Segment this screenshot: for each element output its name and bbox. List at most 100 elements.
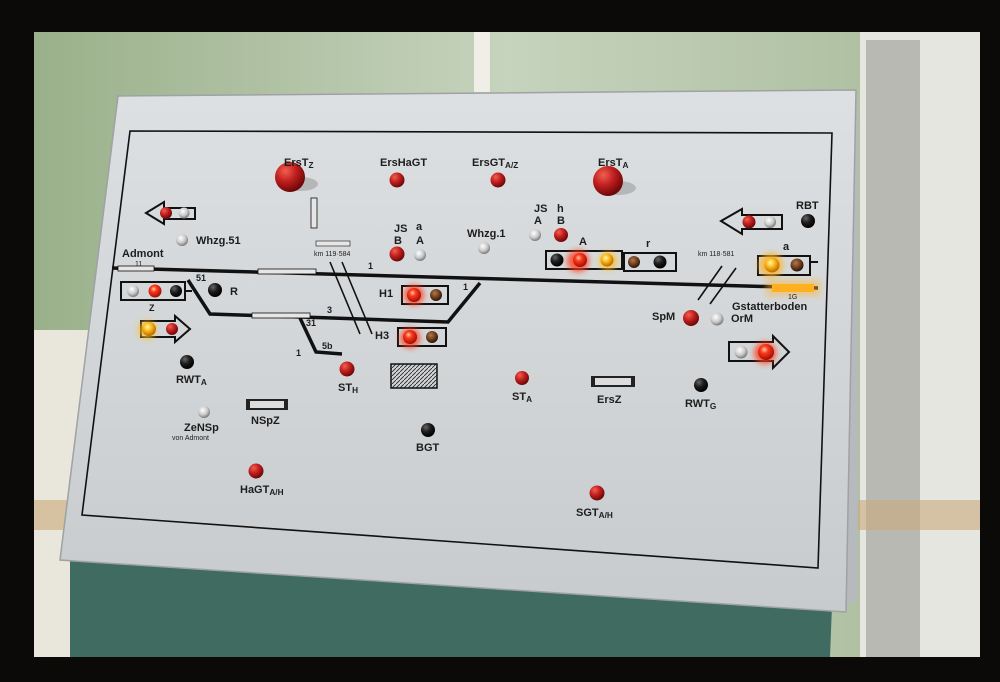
r-button[interactable] [208, 283, 222, 297]
lamp-h1-yellow [430, 289, 442, 301]
counter-nspz [246, 399, 288, 410]
lamp-arrow-left-red [160, 207, 172, 219]
lamp-z-black [170, 285, 182, 297]
hatched-indicator-box [390, 363, 438, 389]
label-js-a-top: JS [534, 203, 548, 215]
panel-face [59, 89, 857, 613]
label-ers-tz: ErsTZ [284, 157, 314, 170]
lamp-a-right-amber [790, 258, 804, 272]
label-km-right: km 118·581 [698, 251, 735, 258]
signal-frame-a-right [757, 255, 811, 276]
label-h-top: h [557, 203, 564, 215]
label-rbt: RBT [796, 200, 819, 212]
ers-ta-button[interactable] [593, 166, 623, 196]
label-track-31: 31 [306, 318, 317, 328]
label-r: R [230, 286, 238, 298]
label-whzg1: Whzg.1 [467, 228, 506, 240]
lamp-arrow-right-yellow [142, 322, 156, 336]
label-signal-a-small: a [783, 241, 790, 253]
label-admont-num: 11 [135, 261, 143, 268]
label-js-a-bottom: A [534, 215, 542, 227]
signal-frame-r [623, 252, 677, 272]
lamp-a-yellow [600, 253, 614, 267]
lamp-a-red [573, 253, 587, 267]
spm-button[interactable] [683, 310, 699, 326]
label-spm: SpM [652, 311, 676, 323]
track-section-mid [257, 268, 317, 275]
label-ers-gt: ErsGTA/Z [472, 157, 519, 170]
lamp-orm [710, 312, 724, 326]
lamp-zensp [198, 406, 210, 418]
label-track-1b: 1 [463, 282, 469, 292]
km-marker-left-box [315, 240, 351, 247]
bgt-button[interactable] [421, 423, 435, 437]
label-zensp: ZeNSp [184, 422, 219, 434]
rwt-g-button[interactable] [694, 378, 708, 392]
label-track-3: 3 [327, 305, 333, 315]
js-b-button[interactable] [389, 246, 405, 262]
label-h-bottom: B [557, 215, 565, 227]
lamp-r-black [653, 255, 667, 269]
label-gstatterboden: Gstatterboden [732, 301, 808, 313]
label-a-bottom: A [416, 235, 424, 247]
window-mullion [474, 32, 490, 92]
lamp-z-red [148, 284, 162, 298]
label-signal-a: A [579, 236, 587, 248]
st-h-button[interactable] [339, 361, 355, 377]
panel-border [81, 130, 833, 569]
lamp-arrow-right-red [166, 323, 178, 335]
lamp-h3-red [403, 330, 417, 344]
st-a-button[interactable] [515, 371, 529, 385]
label-st-a: STA [512, 391, 533, 404]
label-km-left: km 119·584 [314, 251, 351, 258]
hagt-button[interactable] [248, 463, 264, 479]
label-rwt-a: RWTA [176, 374, 207, 387]
lamp-a-right-yellow [764, 257, 780, 273]
lamp-js-a [529, 229, 541, 241]
arrow-signal-right-right-side [728, 333, 791, 371]
rwt-a-button[interactable] [180, 355, 194, 369]
track-section-3 [251, 312, 311, 319]
label-sgt: SGTA/H [576, 507, 613, 520]
lamp-a-left [414, 249, 426, 261]
label-track-5b: 5b [322, 341, 333, 351]
label-ers-hagt: ErsHaGT [380, 157, 428, 169]
lamp-z-clear [127, 285, 139, 297]
label-nspz: NSpZ [251, 415, 280, 427]
label-js-b-bottom: B [394, 235, 402, 247]
label-hagt: HaGTA/H [240, 484, 284, 497]
arrow-signal-left-right-side [719, 207, 783, 236]
lamp-arrow-right2-red [758, 344, 774, 360]
label-js-b-top: JS [394, 223, 408, 235]
label-ers-z: ErsZ [597, 394, 622, 406]
label-h1: H1 [379, 288, 394, 300]
lamp-arrow-left2-red [742, 215, 756, 229]
label-track-51: 51 [196, 273, 207, 283]
ers-gt-button[interactable] [490, 172, 506, 188]
label-ig: 1G [788, 294, 798, 301]
label-z: Z [149, 303, 155, 313]
h-b-button[interactable] [554, 228, 568, 242]
label-admont: Admont [122, 248, 164, 260]
track-occupancy-glow [766, 280, 820, 296]
ers-tz-button[interactable] [275, 162, 305, 192]
rbt-button[interactable] [801, 214, 815, 228]
ers-hagt-button[interactable] [389, 172, 405, 188]
signal-frame-h3 [397, 327, 447, 347]
label-signal-r: r [646, 238, 651, 250]
label-von-admont: von Admont [172, 435, 209, 442]
label-whzg51: Whzg.51 [196, 235, 241, 247]
counter-ersz [591, 376, 635, 387]
lamp-arrow-left2-clear [764, 216, 776, 228]
sgt-button[interactable] [589, 485, 605, 501]
label-track-1c: 1 [296, 348, 302, 358]
lamp-arrow-left-clear [178, 207, 190, 219]
arrow-signal-left-top [144, 200, 196, 226]
track-section-admont [117, 265, 155, 272]
label-rwt-g: RWTG [685, 398, 717, 411]
vertical-indicator-strip [310, 197, 318, 229]
label-st-h: STH [338, 382, 359, 395]
lamp-arrow-right2-clear [734, 345, 748, 359]
lamp-h1-red [407, 288, 421, 302]
